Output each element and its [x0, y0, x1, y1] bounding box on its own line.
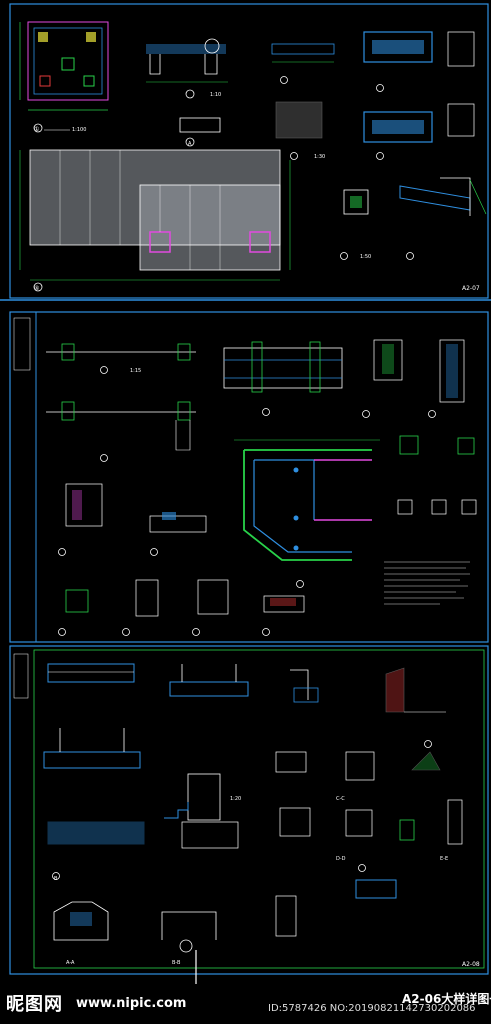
bench-plan: [363, 31, 475, 160]
platform-elevations: [43, 663, 249, 880]
section-label-c: C-C: [336, 796, 345, 802]
section-label-a: A-A: [66, 960, 75, 966]
sheet-1: [0, 3, 491, 301]
small-details-row: [58, 483, 305, 636]
ramp-section: [340, 177, 487, 260]
scale-label-10: 1:10: [210, 92, 221, 98]
stair-sections: [164, 667, 446, 849]
fence-elevation: [223, 341, 343, 416]
cad-drawing-sheets: A2-07 A2-08 ① ④ 1:100 1:50 1:30 1:20 1:1…: [0, 3, 491, 984]
wall-plan: [234, 439, 380, 588]
section-label-e: E-E: [440, 856, 448, 862]
plan-drawing-4: [19, 149, 291, 292]
watermark-url: www.nipic.com: [76, 996, 187, 1011]
plan-drawing-1: [19, 21, 109, 133]
general-notes: [384, 435, 477, 605]
column-details: [362, 339, 465, 418]
scale-label-50: 1:50: [360, 254, 371, 260]
sheet-3: [9, 645, 489, 984]
detail-ref-b: B: [54, 876, 58, 882]
watermark-logo: 昵图网: [6, 994, 63, 1015]
sheet-title-label: A2-06大样详图一: [402, 992, 491, 1006]
scale-label-30: 1:30: [314, 154, 325, 160]
railing-elevation: [46, 343, 196, 462]
scale-label-20: 1:20: [230, 796, 241, 802]
detail-ref-a: A: [188, 141, 192, 147]
sheet-2: [9, 311, 489, 643]
scale-label-100: 1:100: [72, 127, 86, 133]
plan-1-label: ①: [34, 126, 39, 133]
detail-elevation-b: [271, 43, 335, 160]
sheet-1-code: A2-07: [462, 285, 480, 292]
edge-details: [275, 751, 463, 845]
detail-elevation-a: [146, 38, 228, 147]
bottom-sections: [53, 864, 397, 984]
section-label-d: D-D: [336, 856, 346, 862]
watermark-id: ID:5787426 NO:20190821142730202086: [268, 1003, 476, 1014]
section-label-b: B-B: [172, 960, 181, 966]
scale-label-15: 1:15: [130, 368, 141, 374]
plan-4-label: ④: [34, 285, 39, 292]
sheet-3-code: A2-08: [462, 961, 480, 968]
